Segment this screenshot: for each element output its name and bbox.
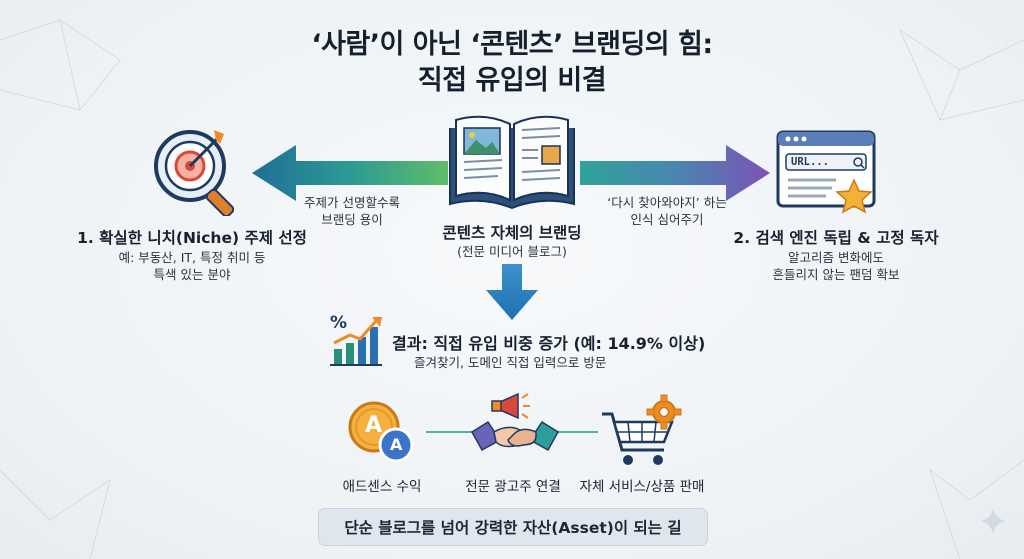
- left-item-desc-line2: 특색 있는 분야: [153, 267, 231, 282]
- left-item-desc: 예: 부동산, IT, 특정 취미 등 특색 있는 분야: [119, 249, 266, 283]
- revenue-label-own-products: 자체 서비스/상품 판매: [579, 479, 705, 495]
- result-subtitle: 즐겨찾기, 도메인 직접 입력으로 방문: [414, 355, 607, 370]
- open-book-icon: [449, 115, 575, 210]
- result-title: 결과: 직접 유입 비중 증가 (예: 14.9% 이상): [392, 334, 706, 353]
- left-item-title: 1. 확실한 니치(Niche) 주제 선정: [77, 229, 307, 247]
- right-arrow-caption-line2: 인식 심어주기: [630, 212, 704, 227]
- right-item-desc: 알고리즘 변화에도 흔들리지 않는 팬덤 확보: [773, 249, 900, 283]
- right-arrow: [580, 145, 770, 201]
- right-item-desc-line1: 알고리즘 변화에도: [788, 250, 884, 265]
- bottom-banner: 단순 블로그를 넘어 강력한 자산(Asset)이 되는 길: [318, 508, 708, 546]
- right-arrow-caption: ‘다시 찾아와야지’ 하는 인식 심어주기: [607, 194, 726, 228]
- adsense-coin-icon: A A: [340, 397, 420, 467]
- bottom-banner-text: 단순 블로그를 넘어 강력한 자산(Asset)이 되는 길: [344, 519, 682, 537]
- growth-chart-icon: %: [328, 313, 384, 369]
- center-title: 콘텐츠 자체의 브랜딩: [442, 224, 582, 242]
- center-subtitle: (전문 미디어 블로그): [457, 244, 567, 259]
- coin-letter-small: A: [390, 435, 403, 454]
- browser-window-icon: URL...: [776, 130, 876, 214]
- revenue-label-adsense: 애드센스 수익: [342, 479, 422, 495]
- left-arrow: [252, 145, 448, 201]
- revenue-label-advertiser: 전문 광고주 연결: [465, 479, 561, 495]
- left-arrow-caption-line2: 브랜딩 용이: [321, 212, 383, 227]
- left-arrow-caption: 주제가 선명할수록 브랜딩 용이: [304, 194, 400, 228]
- target-magnifier-icon: [154, 130, 235, 216]
- sparkle-icon: [980, 508, 1006, 534]
- down-arrow: [486, 264, 538, 320]
- shopping-cart-gear-icon: [602, 394, 682, 465]
- left-arrow-caption-line1: 주제가 선명할수록: [304, 195, 400, 210]
- percent-symbol: %: [330, 313, 348, 333]
- page-title-line2: 직접 유입의 비결: [417, 65, 607, 96]
- right-arrow-caption-line1: ‘다시 찾아와야지’ 하는: [607, 195, 727, 210]
- page-title-line1: ‘사람’이 아닌 ‘콘텐츠’ 브랜딩의 힘:: [311, 29, 713, 60]
- url-text: URL...: [791, 156, 829, 168]
- handshake-megaphone-icon: [470, 392, 560, 452]
- right-item-desc-line2: 흔들리지 않는 팬덤 확보: [772, 267, 900, 282]
- star-icon: [835, 178, 873, 214]
- right-item-title: 2. 검색 엔진 독립 & 고정 독자: [733, 229, 939, 247]
- coin-letter: A: [365, 413, 383, 438]
- left-item-desc-line1: 예: 부동산, IT, 특정 취미 등: [118, 250, 266, 265]
